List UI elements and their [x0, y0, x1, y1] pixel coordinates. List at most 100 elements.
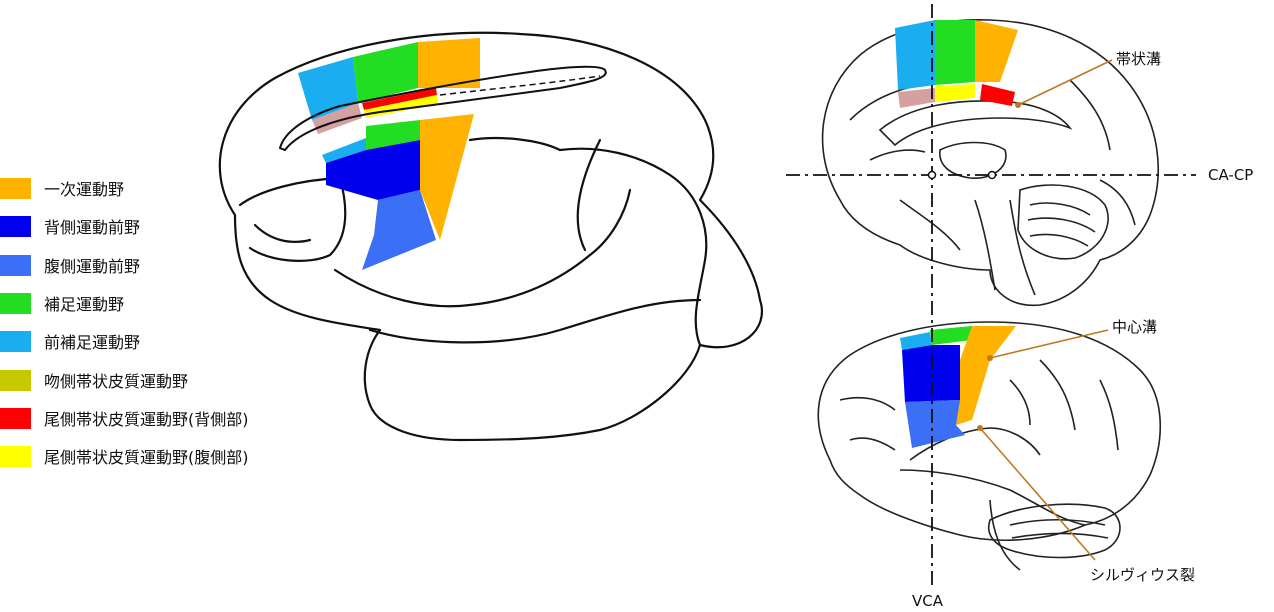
parietal-contour [468, 136, 562, 152]
lateral-gyrus-4 [1009, 379, 1031, 426]
cingulate-dashed-line [439, 75, 601, 96]
human-medial-brain [821, 18, 1159, 307]
human-medial-regions [895, 20, 1018, 108]
legend-swatch [0, 445, 31, 467]
leader-dot-central [987, 355, 993, 361]
lateral-region-dorsal-premotor [902, 345, 960, 402]
medial-sulcus-2 [869, 149, 926, 161]
leader-dots [977, 102, 1021, 431]
lateral-gyrus-2 [1039, 359, 1076, 431]
monkey-cingulate-band [278, 65, 607, 152]
frontal-sulcus-contour [253, 223, 312, 243]
legend-label: 補足運動野 [44, 295, 125, 314]
legend-item-caudal-cingulate-dorsal: 尾側帯状皮質運動野(背側部) [0, 405, 249, 431]
lateral-region-m1 [956, 326, 1016, 425]
label-central-sulcus: 中心溝 [1112, 318, 1157, 336]
lateral-region-ventral-premotor [905, 400, 965, 448]
temporal-medial [899, 199, 961, 251]
medial-region-pre-sma [895, 20, 935, 90]
medial-sulcus-4 [1099, 179, 1136, 226]
brainstem-outline [974, 199, 1036, 296]
cingulate-band-outline [278, 65, 607, 152]
legend-item-primary-motor: 一次運動野 [0, 175, 124, 201]
lateral-region-sma [930, 326, 972, 345]
leader-dot-sylvian [977, 425, 983, 431]
region-pre-sma [298, 57, 358, 120]
sylvian-fissure [909, 427, 1041, 461]
sylvian-contour [333, 188, 632, 308]
legend-item-rostral-cingulate: 吻側帯状皮質運動野 [0, 367, 188, 393]
leader-sylvian-fissure [979, 427, 1096, 561]
human-lateral-brain [817, 321, 1162, 571]
temporal-lobe-outline [238, 176, 347, 262]
cerebellum-lateral [988, 503, 1121, 559]
legend-swatch [0, 177, 31, 199]
legend-label: 尾側帯状皮質運動野(腹側部) [44, 448, 249, 467]
monkey-brain [218, 31, 763, 442]
thalamus-outline [939, 141, 1007, 179]
legend-item-caudal-cingulate-ventral: 尾側帯状皮質運動野(腹側部) [0, 443, 249, 469]
brainstem-lateral [989, 499, 1021, 571]
legend-label: 吻側帯状皮質運動野 [44, 372, 189, 391]
legend-item-dorsal-premotor: 背側運動前野 [0, 213, 140, 239]
region-ventral-premotor [362, 190, 436, 270]
legend-label: 腹側運動前野 [44, 257, 141, 276]
legend-swatch [0, 215, 31, 237]
label-vca: VCA [912, 592, 944, 610]
cerebellum-lateral-folia-2 [1011, 532, 1109, 539]
lateral-gyrus-1 [839, 396, 896, 411]
medial-region-pink [898, 88, 935, 108]
label-ca-cp: CA-CP [1208, 166, 1253, 184]
legend-label: 尾側帯状皮質運動野(背側部) [44, 410, 249, 429]
region-sma [353, 42, 418, 103]
region-caudal-cingulate-dorsal [362, 88, 437, 110]
medial-region-m1 [975, 20, 1018, 82]
medial-sulcus-3 [1069, 79, 1111, 151]
label-sylvian-fissure: シルヴィウス裂 [1090, 566, 1195, 584]
legend-swatch [0, 369, 31, 391]
medial-region-sma [935, 20, 975, 85]
legend-swatch [0, 254, 31, 276]
lateral-region-pre-sma [900, 332, 932, 350]
reference-lines [786, 4, 1196, 590]
ca-point [927, 170, 937, 180]
leader-central-sulcus [989, 329, 1109, 359]
region-dorsal-premotor [326, 140, 420, 200]
legend-label: 前補足運動野 [44, 333, 141, 352]
leader-lines [979, 59, 1113, 561]
corpus-callosum [878, 100, 1073, 147]
legend-item-ventral-premotor: 腹側運動前野 [0, 252, 140, 278]
legend-label: 背側運動前野 [44, 218, 141, 237]
leader-cingulate-sulcus [1017, 59, 1113, 106]
label-cingulate-sulcus: 帯状溝 [1116, 50, 1161, 68]
region-m1-lateral [420, 114, 474, 240]
cerebellum-folia-2 [1027, 217, 1096, 233]
medial-region-caudal-ventral [935, 84, 975, 102]
cerebellum-folia-3 [1029, 233, 1089, 247]
monkey-brain-outline [218, 31, 763, 442]
legend-swatch [0, 407, 31, 429]
leader-dot-cingulate [1015, 102, 1021, 108]
lateral-gyrus-5 [849, 437, 896, 451]
cerebellum-folia-1 [1029, 202, 1091, 216]
temporal-lobe [899, 469, 1086, 526]
medial-region-caudal-dorsal [980, 84, 1015, 106]
occipital-contour [558, 147, 708, 347]
lateral-gyrus-3 [1099, 379, 1119, 451]
ventral-contour [368, 298, 702, 344]
region-pre-sma-lateral [322, 138, 366, 163]
human-lateral-regions [900, 326, 1016, 448]
cerebellum-lateral-folia-1 [1009, 518, 1106, 526]
cp-point [987, 170, 997, 180]
medial-brain-outline [821, 18, 1159, 307]
region-m1-medial [418, 38, 480, 88]
lunate-contour [576, 138, 602, 252]
legend-item-supplementary-motor: 補足運動野 [0, 290, 124, 316]
lateral-brain-outline [817, 321, 1162, 541]
legend-swatch [0, 330, 31, 352]
monkey-brain-regions [298, 38, 480, 270]
legend-label: 一次運動野 [44, 180, 125, 199]
legend-swatch [0, 292, 31, 314]
cerebellum-outline [1017, 184, 1109, 260]
